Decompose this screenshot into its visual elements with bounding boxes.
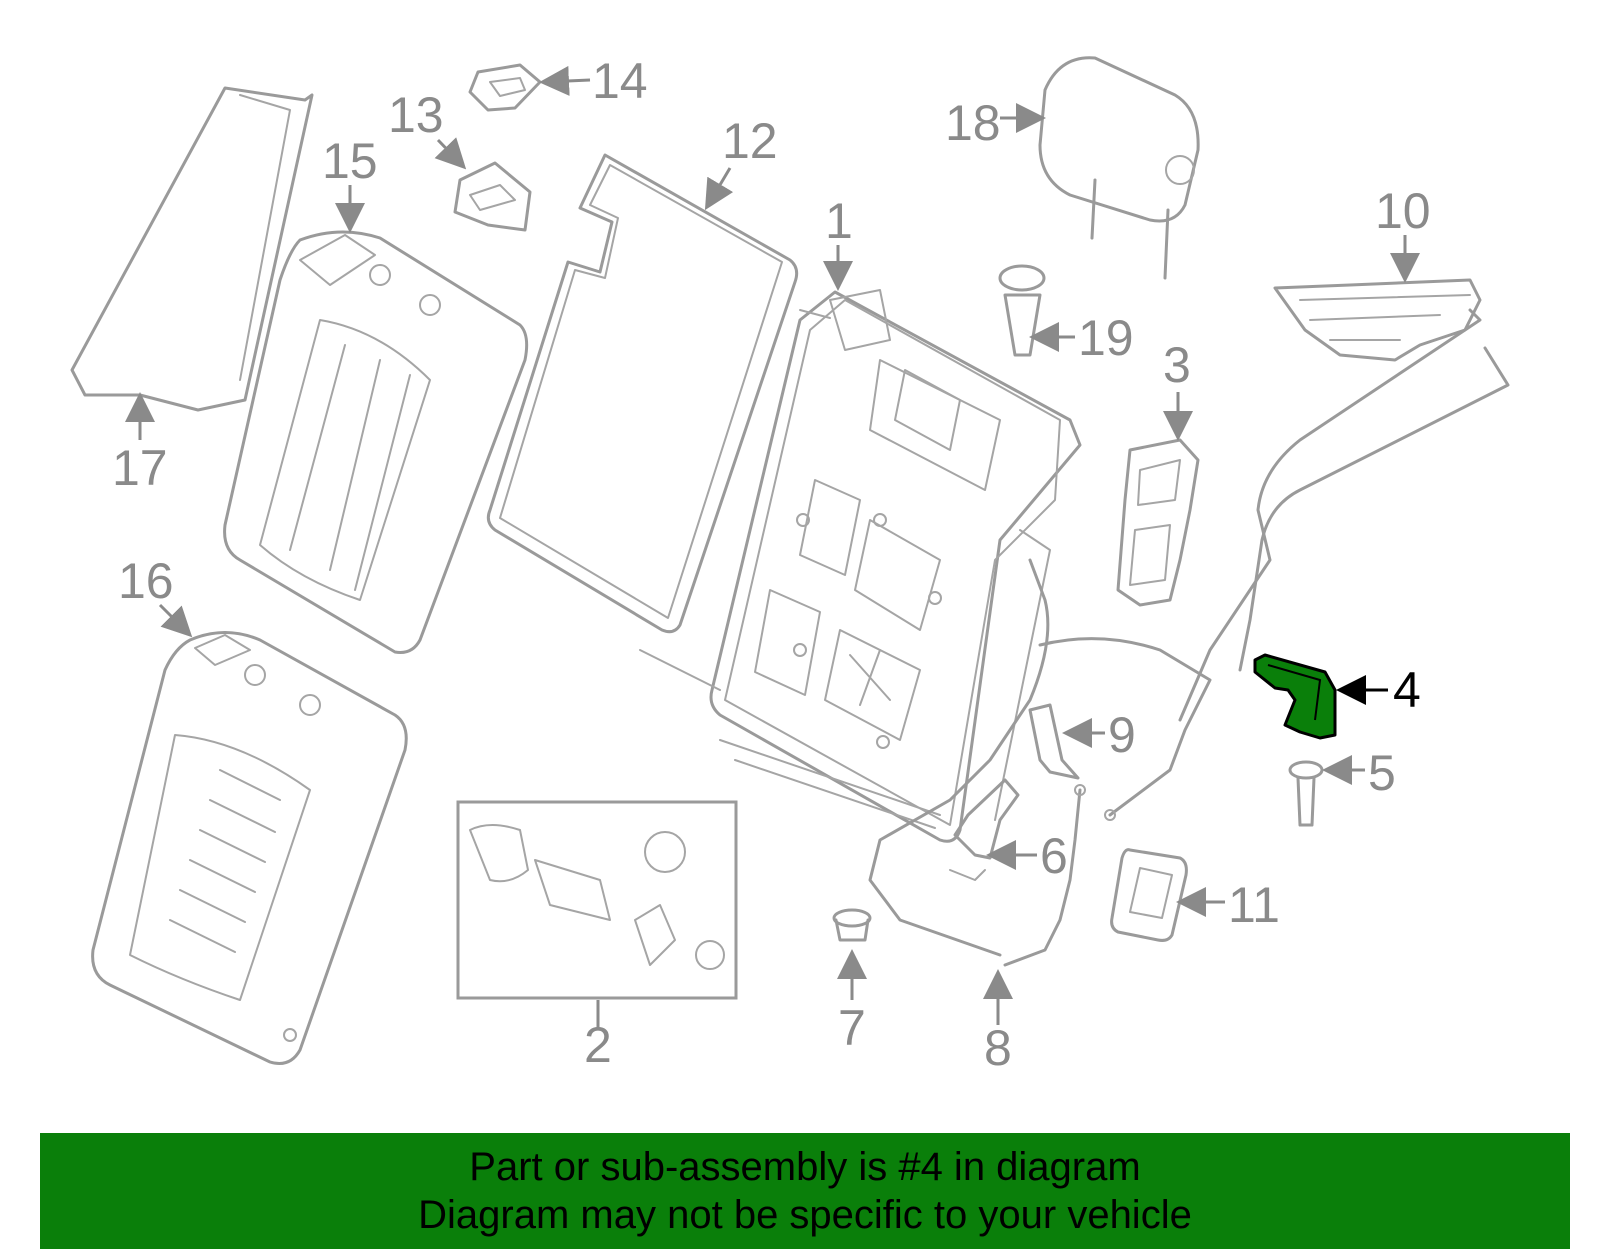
callout-8: 8 xyxy=(984,1020,1012,1076)
part-1-backrest-frame xyxy=(639,289,1082,843)
part-7-grommet xyxy=(832,908,872,942)
callout-11: 11 xyxy=(1228,877,1280,933)
callout-6: 6 xyxy=(1040,828,1068,884)
callout-17: 17 xyxy=(112,440,168,496)
part-cables xyxy=(868,558,1212,967)
callout-18: 18 xyxy=(945,95,1001,151)
callout-labels: 1 2 3 4 5 6 7 8 9 10 11 12 13 14 15 16 1… xyxy=(112,53,1431,1076)
part-17-side-trim xyxy=(70,86,314,412)
part-19-push-pin xyxy=(998,264,1046,357)
part-6-bracket xyxy=(949,778,1020,881)
banner-line-2: Diagram may not be specific to your vehi… xyxy=(418,1193,1192,1237)
part-11-handle-bezel xyxy=(1110,848,1188,942)
callout-2: 2 xyxy=(584,1017,612,1073)
part-15-backrest-cover xyxy=(223,230,529,654)
callout-10: 10 xyxy=(1375,183,1431,239)
banner-line-1: Part or sub-assembly is #4 in diagram xyxy=(469,1145,1141,1189)
part-2-hardware-kit xyxy=(456,800,738,1000)
callout-12: 12 xyxy=(722,113,778,169)
part-16-cushion-cover xyxy=(91,631,408,1065)
callout-16: 16 xyxy=(118,553,174,609)
part-10-release-mechanism xyxy=(1178,278,1510,722)
callout-13: 13 xyxy=(388,87,444,143)
callout-19: 19 xyxy=(1078,310,1134,366)
callout-15: 15 xyxy=(322,133,378,189)
callout-5: 5 xyxy=(1368,745,1396,801)
info-banner: Part or sub-assembly is #4 in diagram Di… xyxy=(40,1133,1570,1249)
callout-14: 14 xyxy=(592,53,648,109)
part-13-bracket xyxy=(453,161,532,232)
part-4-highlighted-bracket[interactable] xyxy=(1253,653,1337,740)
part-5-bolt xyxy=(1288,760,1324,827)
callout-9: 9 xyxy=(1108,707,1136,763)
part-3-latch xyxy=(1116,438,1200,607)
parts-diagram: 1 2 3 4 5 6 7 8 9 10 11 12 13 14 15 16 1… xyxy=(70,53,1510,1076)
callout-3: 3 xyxy=(1163,337,1191,393)
callout-1: 1 xyxy=(825,193,853,249)
part-12-pad xyxy=(486,153,799,634)
callout-7: 7 xyxy=(838,1000,866,1056)
part-9-clip xyxy=(1028,703,1080,780)
callout-4: 4 xyxy=(1393,662,1421,718)
part-14-clip xyxy=(468,63,542,112)
part-18-headrest xyxy=(1038,56,1200,280)
